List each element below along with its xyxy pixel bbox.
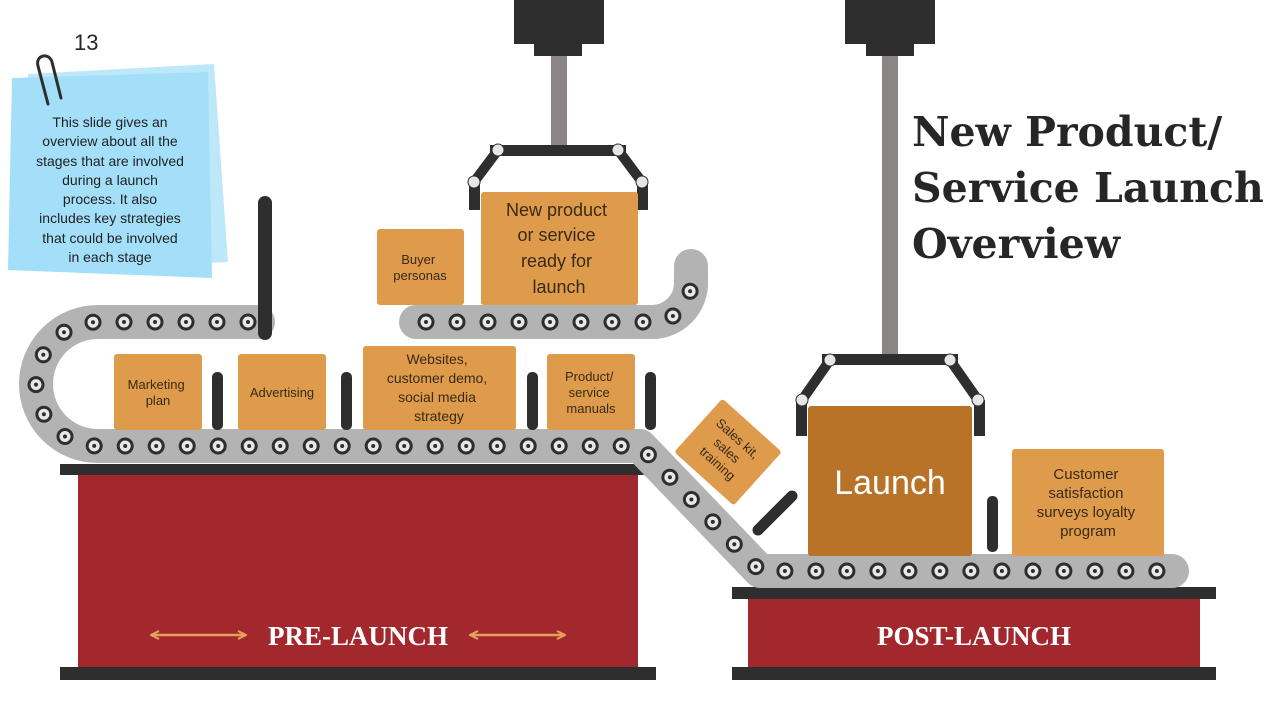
belt-roller-hub: [153, 320, 157, 324]
svg-text:Launch: Launch: [834, 464, 946, 502]
belt-roller-hub: [710, 519, 715, 524]
belt-roller-hub: [63, 434, 67, 439]
title-line: New Product/: [912, 108, 1223, 156]
pre-launch-label: PRE-LAUNCH: [268, 621, 448, 651]
slide-title: New Product/ Service Launch Overview: [912, 104, 1272, 272]
belt-roller-hub: [247, 444, 252, 448]
belt-roller-hub: [753, 564, 758, 569]
pre-launch-station: PRE-LAUNCH: [60, 464, 656, 680]
belt-roller-hub: [548, 320, 552, 324]
belt-roller-hub: [782, 569, 787, 573]
svg-text:New product or service: New product or service ready for launch: [506, 200, 612, 297]
belt-roller-hub: [246, 320, 250, 324]
box-buyer-personas: Buyer personas: [377, 229, 464, 305]
post-launch-station: POST-LAUNCH: [732, 587, 1216, 680]
belt-roller-hub: [433, 444, 438, 448]
belt-roller-hub: [402, 444, 407, 448]
svg-text:Websites, customer demo,: Websites, customer demo, social media st…: [387, 351, 491, 424]
box-marketing-plan: Marketing plan: [114, 354, 202, 430]
belt-roller-hub: [875, 569, 880, 573]
robot-arm-left: [467, 0, 649, 210]
note-line: during a launch: [62, 171, 158, 188]
belt-roller-hub: [1061, 569, 1066, 573]
note-line: overview about all the: [42, 133, 178, 150]
note-line: that could be involved: [42, 229, 178, 246]
belt-roller-hub: [906, 569, 911, 573]
belt-roller-hub: [689, 497, 694, 502]
belt-roller-hub: [92, 443, 97, 448]
belt-roller-hub: [278, 444, 283, 448]
note-line: in each stage: [68, 249, 152, 266]
box-websites: Websites, customer demo, social media st…: [363, 346, 516, 430]
belt-roller-hub: [340, 444, 345, 448]
post-launch-label: POST-LAUNCH: [877, 621, 1071, 651]
belt-roller-hub: [688, 289, 693, 294]
belt-roller-hub: [184, 320, 188, 324]
svg-text:Customer satisfaction: Customer satisfaction surveys loyalty pr…: [1037, 466, 1140, 540]
belt-roller-hub: [526, 444, 531, 448]
belt-roller-hub: [41, 352, 46, 357]
belt-roller-hub: [122, 320, 126, 324]
paperclip-icon: [36, 54, 63, 106]
belt-roller-hub: [999, 569, 1004, 573]
belt-roller-hub: [968, 569, 973, 573]
svg-text:Product/ service m: Product/ service manuals: [565, 369, 617, 416]
belt-roller-hub: [41, 412, 46, 417]
svg-text:Buyer personas: Buyer personas: [393, 252, 447, 283]
box-customer-satisfaction: Customer satisfaction surveys loyalty pr…: [1012, 449, 1164, 556]
belt-roller-hub: [610, 320, 614, 324]
svg-text:Advertising: Advertising: [250, 385, 314, 400]
belt-roller-hub: [1092, 569, 1097, 573]
belt-roller-hub: [646, 452, 651, 457]
belt-roller-hub: [455, 320, 459, 324]
belt-roller-hub: [34, 382, 38, 387]
belt-roller-hub: [813, 569, 818, 573]
belt-roller-hub: [91, 320, 95, 325]
belt-roller-hub: [557, 444, 562, 448]
title-line: Overview: [912, 220, 1121, 268]
box-launch: Launch: [808, 406, 972, 556]
belt-roller-hub: [670, 314, 675, 318]
belt-roller-hub: [154, 444, 159, 448]
conveyor-belt: [19, 249, 1189, 588]
belt-roller-hub: [579, 320, 583, 324]
belt-roller-hub: [844, 569, 849, 573]
belt-roller-hub: [1030, 569, 1035, 573]
belt-roller-hub: [371, 444, 376, 448]
belt-roller-hub: [1123, 569, 1128, 573]
belt-roller-hub: [667, 475, 672, 480]
svg-text:Marketing plan: Marketing plan: [128, 377, 189, 408]
note-line: includes key strategies: [39, 210, 181, 227]
belt-roller-hub: [1154, 569, 1159, 573]
belt-roller-hub: [62, 330, 66, 335]
belt-roller-hub: [588, 444, 593, 448]
belt-roller-hub: [641, 320, 645, 324]
belt-roller-hub: [424, 320, 428, 324]
belt-roller-hub: [309, 444, 314, 448]
belt-roller-hub: [123, 444, 128, 448]
box-advertising: Advertising: [238, 354, 326, 430]
belt-roller-hub: [495, 444, 500, 448]
note-text: This slide gives an overview about all t…: [24, 113, 196, 267]
belt-roller-hub: [937, 569, 942, 573]
belt-dividers: [212, 196, 998, 552]
box-product-ready: New product or service ready for launch: [481, 192, 638, 305]
robot-arm-right: [795, 0, 985, 436]
sticky-note: [8, 54, 228, 278]
note-line: stages that are involved: [36, 152, 184, 169]
box-product-manuals: Product/ service manuals: [547, 354, 635, 430]
note-line: process. It also: [62, 191, 158, 208]
belt-roller-hub: [619, 444, 624, 448]
belt-roller-hub: [517, 320, 521, 324]
belt-roller-hub: [732, 542, 737, 547]
belt-roller-hub: [486, 320, 490, 324]
title-line: Service Launch: [912, 164, 1264, 212]
belt-roller-hub: [216, 444, 221, 448]
belt-roller-hub: [464, 444, 469, 448]
page-number: 13: [74, 30, 99, 55]
belt-rollers: [27, 282, 1166, 580]
belt-roller-hub: [215, 320, 219, 324]
belt-roller-hub: [185, 444, 190, 448]
note-line: This slide gives an: [52, 114, 168, 130]
